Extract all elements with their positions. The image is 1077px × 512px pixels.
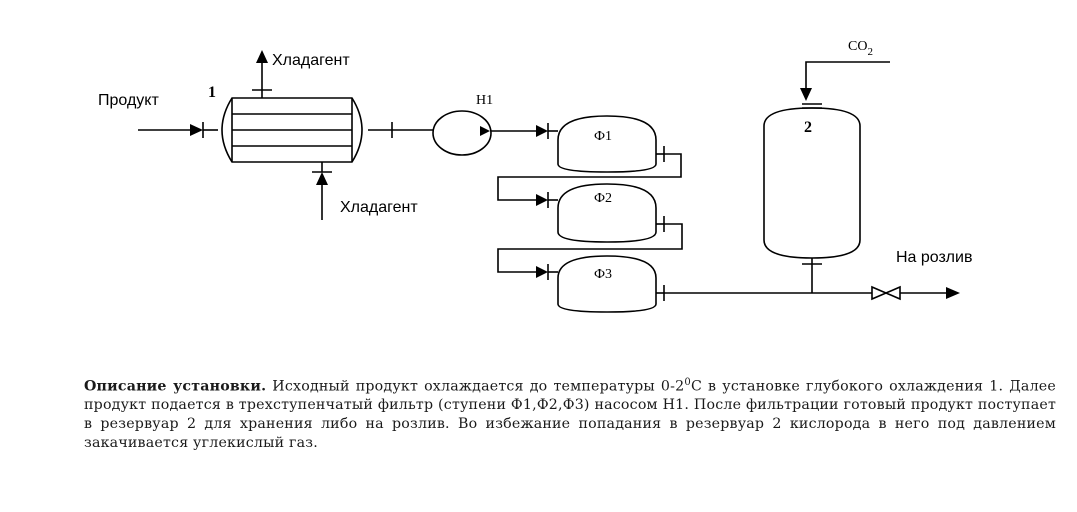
description-text-part2: С в установке глубокого охлаждения 1. Да… [84, 378, 1056, 451]
label-f3: Ф3 [594, 267, 612, 282]
label-product: Продукт [98, 92, 159, 109]
pipe-pump-f1 [491, 123, 558, 139]
description-heading: Описание установки. [84, 378, 267, 395]
label-coolant-in: Хладагент [340, 199, 418, 216]
filter-f3 [557, 255, 657, 313]
label-cooler-number: 1 [208, 84, 216, 101]
pump-h1 [432, 110, 492, 156]
pipe-output [656, 285, 960, 301]
filter-f2 [557, 183, 657, 243]
label-f2: Ф2 [594, 191, 612, 206]
label-pump: Н1 [476, 93, 493, 108]
description-text-part1: Исходный продукт охлаждается до температ… [266, 378, 685, 395]
pipe-f1-f2 [497, 146, 682, 208]
storage-tank [763, 103, 861, 293]
label-coolant-out: Хладагент [272, 52, 350, 69]
pipe-f2-f3 [497, 216, 683, 280]
co2-inlet [800, 61, 890, 101]
process-diagram: Продукт Хладагент Хладагент 1 Н1 Ф1 Ф2 Ф… [98, 39, 972, 313]
label-to-bottling: На розлив [896, 249, 972, 266]
label-f1: Ф1 [594, 129, 612, 144]
label-tank-number: 2 [804, 119, 812, 136]
filter-f1 [557, 115, 657, 173]
label-co2: CO2 [848, 39, 873, 58]
description-paragraph: Описание установки. Исходный продукт охл… [84, 374, 1056, 452]
description-degree-sup: 0 [684, 377, 691, 388]
product-inlet [138, 122, 218, 138]
heat-exchanger [221, 50, 363, 220]
pipe-exchanger-pump [368, 122, 434, 138]
